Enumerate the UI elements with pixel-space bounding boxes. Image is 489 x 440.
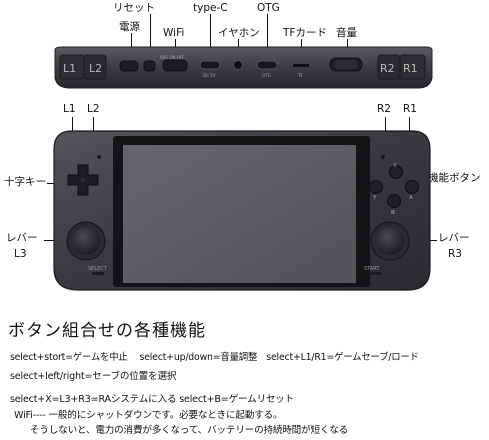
start-print: START	[364, 266, 380, 272]
btn-y-print: Y	[372, 195, 377, 201]
device-front-view: X Y A B SELECT START	[53, 130, 431, 291]
top-l1-print: L1	[63, 62, 76, 75]
right-stick-icon	[370, 221, 410, 261]
left-stick-icon	[66, 221, 106, 261]
btn-a-print: A	[409, 195, 413, 201]
combo-line-5: そうしないと、電力の消費が多くなって、バッテリーの持続時間が短くなる	[30, 425, 349, 436]
top-l2-print: L2	[89, 62, 102, 75]
earphone-label: イヤホン	[218, 27, 260, 39]
buttons-label: 機能ボタン	[428, 172, 481, 184]
typec-leader	[210, 14, 211, 56]
front-r2-leader	[385, 117, 386, 132]
top-otg-print: OTG	[262, 73, 271, 78]
combo-line-1: select+stort=ゲームを中止 select+up/down=音量調整 …	[10, 352, 419, 363]
combo-line-2: select+left/right=セーブの位置を選択	[10, 371, 177, 382]
reset-leader	[150, 14, 151, 56]
top-r1-print: R1	[403, 62, 418, 75]
otg-leader	[267, 14, 268, 56]
volume-label: 音量	[336, 27, 357, 39]
front-r1-label: R1	[403, 103, 417, 115]
otg-label: OTG	[257, 2, 280, 14]
dpad-label: 十字キー	[4, 176, 46, 188]
combo-line-4: WiFi---- 一般的にシャットダウンです。必要なときに起動する。	[14, 410, 283, 421]
front-l1-label: L1	[63, 103, 76, 115]
lever-right-label: レバー	[438, 232, 470, 244]
l3-label: L3	[14, 248, 27, 260]
front-r1-leader	[409, 117, 410, 132]
front-l1-leader	[72, 117, 73, 132]
select-print: SELECT	[88, 266, 108, 272]
reset-label: リセット	[113, 2, 155, 14]
top-tf-print: TF	[297, 73, 303, 78]
btn-x-print: X	[393, 163, 397, 169]
front-l2-leader	[93, 117, 94, 132]
device-top-view: L1 L2 R2 R1 WiFi ON OFF DC 5V OTG TF	[54, 46, 433, 89]
combo-line-3: select+X=L3+R3=RAシステムに入る select+B=ゲームリセッ…	[10, 394, 295, 405]
top-onoff-print: WiFi ON OFF	[160, 55, 185, 60]
tfcard-label: TFカード	[283, 27, 327, 39]
power-label: 電源	[119, 21, 140, 33]
r3-label: R3	[448, 248, 462, 260]
power-leader	[131, 33, 132, 55]
wifi-label: WiFi	[163, 27, 185, 39]
top-dc-print: DC 5V	[203, 73, 216, 78]
btn-b-print: B	[391, 210, 395, 216]
dpad-icon	[67, 164, 99, 196]
top-r2-print: R2	[380, 62, 395, 75]
face-buttons: X Y A B	[369, 163, 419, 216]
lever-left-label: レバー	[6, 232, 38, 244]
front-l2-label: L2	[87, 103, 100, 115]
combo-title: ボタン組合せの各種機能	[8, 321, 206, 341]
front-r2-label: R2	[377, 103, 391, 115]
typec-label: type-C	[193, 2, 228, 14]
